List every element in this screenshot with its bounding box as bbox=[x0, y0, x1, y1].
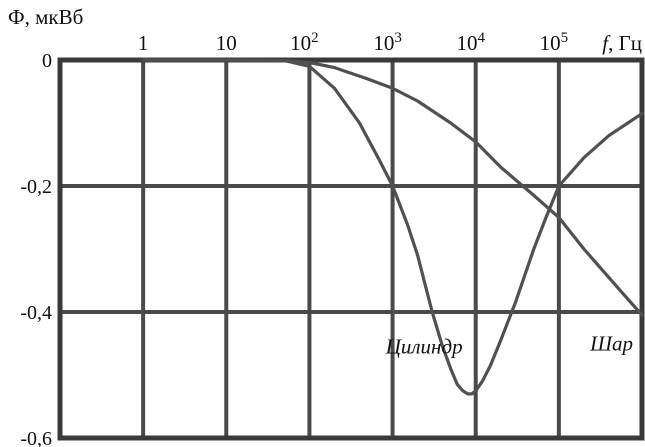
x-axis-variable: f bbox=[602, 31, 611, 55]
x-tick-label: 104 bbox=[456, 30, 485, 55]
x-tick-exponent: 3 bbox=[394, 30, 402, 46]
y-tick-label: 0 bbox=[42, 50, 52, 72]
x-tick-base: 1 bbox=[138, 31, 149, 55]
x-tick-base: 10 bbox=[216, 31, 237, 55]
series-line-sphere bbox=[141, 58, 644, 317]
x-tick-label: 1 bbox=[138, 31, 149, 55]
plot-frame bbox=[57, 57, 645, 441]
x-tick-exponent: 4 bbox=[477, 30, 485, 46]
x-tick-label: 103 bbox=[373, 30, 402, 55]
x-tick-label: 10 bbox=[216, 31, 237, 55]
curves bbox=[141, 58, 644, 396]
x-axis-label: f, Гц bbox=[602, 31, 642, 55]
x-tick-exponent: 2 bbox=[311, 30, 319, 46]
x-tick-label: 105 bbox=[540, 30, 569, 55]
x-tick-base: 10 bbox=[456, 31, 477, 55]
x-tick-exponent: 5 bbox=[561, 30, 569, 46]
x-tick-base: 10 bbox=[540, 31, 561, 55]
annotation-cylinder: Цилиндр bbox=[385, 335, 463, 359]
y-tick-label: -0,2 bbox=[20, 176, 52, 198]
curve-annotations: Цилиндр Шар bbox=[385, 332, 633, 359]
x-tick-label: 102 bbox=[290, 30, 319, 55]
y-tick-label: -0,6 bbox=[20, 428, 52, 447]
series-line-cylinder bbox=[141, 58, 644, 396]
y-axis-label: Ф, мкВб bbox=[8, 5, 83, 29]
x-axis-unit: , Гц bbox=[608, 31, 642, 55]
y-tick-label: -0,4 bbox=[20, 302, 52, 324]
grid bbox=[60, 60, 642, 438]
x-tick-base: 10 bbox=[373, 31, 394, 55]
x-tick-base: 10 bbox=[290, 31, 311, 55]
annotation-sphere: Шар bbox=[589, 332, 633, 356]
